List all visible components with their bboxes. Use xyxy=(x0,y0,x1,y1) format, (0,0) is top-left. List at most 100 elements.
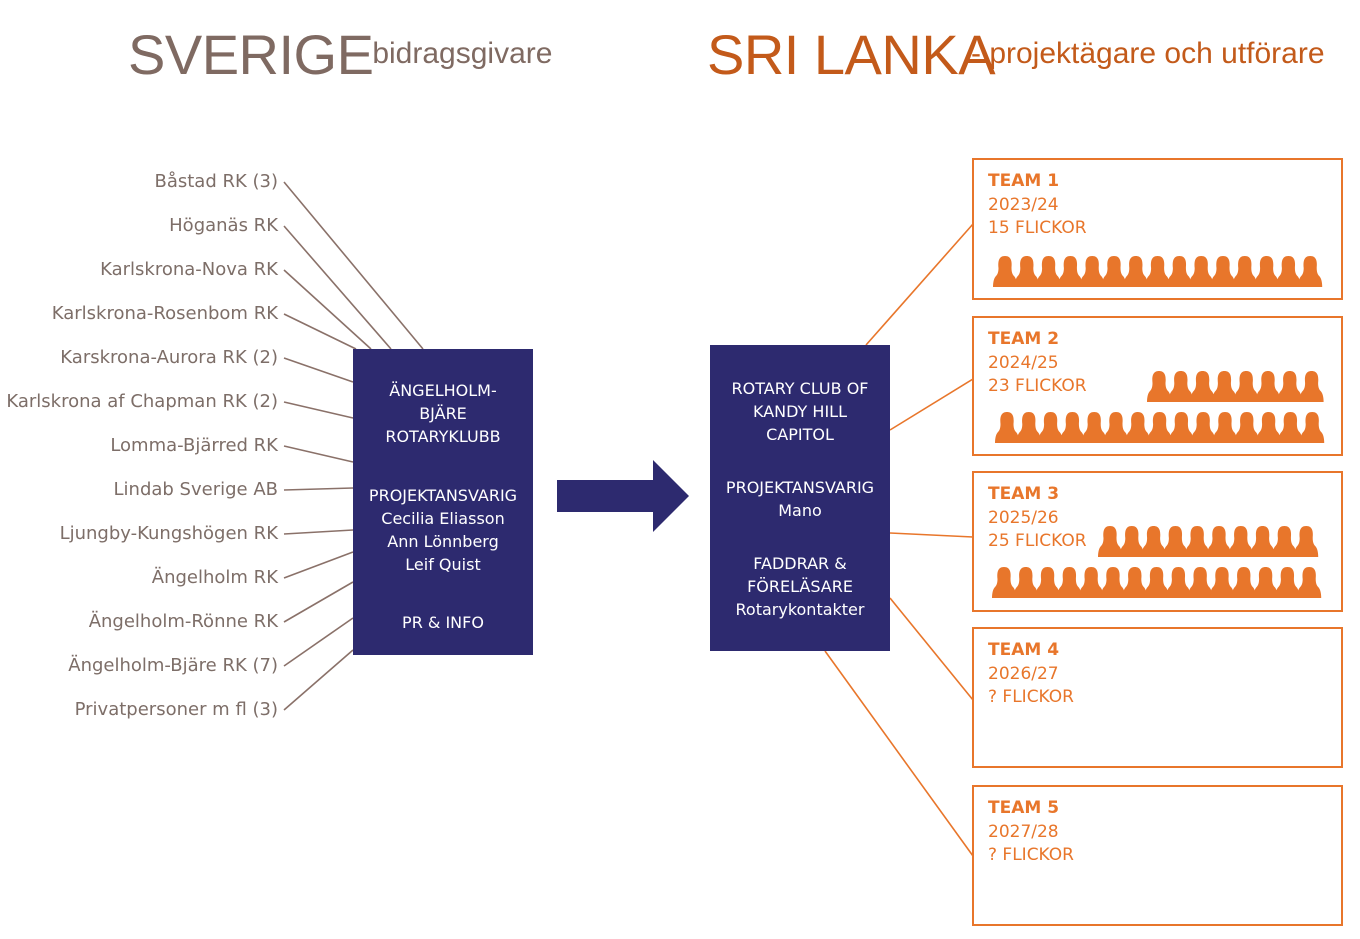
team-girl-count: 23 FLICKOR xyxy=(988,376,1087,396)
sponsor-line: FÖRELÄSARE xyxy=(747,577,853,596)
girls-row xyxy=(995,412,1325,443)
team-box-5: TEAM 5 2027/28 ? FLICKOR xyxy=(972,785,1343,926)
girl-silhouette-icon xyxy=(1035,567,1060,598)
srilanka-project-responsible: PROJEKTANSVARIG Mano xyxy=(710,476,890,522)
girls-row xyxy=(1147,371,1324,402)
girl-silhouette-icon xyxy=(1163,526,1188,557)
girl-silhouette-icon xyxy=(1275,567,1300,598)
club-name-line: ROTARY CLUB OF xyxy=(731,379,869,398)
club-name-line: ROTARYKLUBB xyxy=(385,427,501,446)
girl-silhouette-icon xyxy=(1234,412,1259,443)
sponsor-line: Rotarykontakter xyxy=(735,600,865,619)
girl-silhouette-icon xyxy=(1125,412,1150,443)
girl-silhouette-icon xyxy=(1254,256,1279,287)
donor-connector xyxy=(283,313,357,350)
girl-silhouette-icon xyxy=(1147,412,1172,443)
srilanka-title: SRI LANKA xyxy=(707,23,996,86)
responsible-line: PROJEKTANSVARIG xyxy=(725,478,875,497)
team-girl-count: 25 FLICKOR xyxy=(988,531,1087,551)
team-box-4: TEAM 4 2026/27 ? FLICKOR xyxy=(972,627,1343,768)
girl-silhouette-icon xyxy=(1036,256,1061,287)
girls-row xyxy=(1098,526,1319,557)
team-connector xyxy=(865,223,974,346)
girl-silhouette-icon xyxy=(1213,412,1237,443)
team-name: TEAM 1 xyxy=(988,171,1060,191)
responsible-line: Cecilia Eliasson xyxy=(381,509,505,528)
team-year: 2026/27 xyxy=(988,664,1059,684)
donor-item: Karlskrona-Nova RK xyxy=(100,259,278,280)
girl-silhouette-icon xyxy=(1228,526,1253,557)
donor-item: Karskrona-Aurora RK (2) xyxy=(60,347,278,368)
donor-connector xyxy=(283,529,354,535)
girl-silhouette-icon xyxy=(995,412,1019,443)
girl-silhouette-icon xyxy=(1101,567,1125,598)
responsible-line: Mano xyxy=(778,501,822,520)
girl-silhouette-icon xyxy=(1144,567,1169,598)
girl-silhouette-icon xyxy=(1256,371,1280,402)
girl-silhouette-icon xyxy=(1277,371,1302,402)
donor-connector xyxy=(283,181,424,350)
girl-silhouette-icon xyxy=(1207,526,1231,557)
girl-silhouette-icon xyxy=(1234,371,1259,402)
responsible-line: PROJEKTANSVARIG xyxy=(368,486,518,505)
team-connector xyxy=(824,650,974,857)
team-girl-count: 15 FLICKOR xyxy=(988,218,1087,238)
girl-silhouette-icon xyxy=(1189,256,1214,287)
srilanka-sponsors: FADDRAR & FÖRELÄSARE Rotarykontakter xyxy=(710,552,890,621)
team-name: TEAM 5 xyxy=(988,798,1060,818)
donor-item: Ljungby-Kungshögen RK xyxy=(59,523,278,544)
donor-item: Karlskrona af Chapman RK (2) xyxy=(6,391,278,412)
girl-silhouette-icon xyxy=(1188,567,1213,598)
sweden-pr-info: PR & INFO xyxy=(353,611,533,634)
donor-item: Ängelholm-Rönne RK xyxy=(88,611,278,632)
girl-silhouette-icon xyxy=(1079,567,1104,598)
responsible-line: Leif Quist xyxy=(405,555,481,574)
girl-silhouette-icon xyxy=(1191,412,1216,443)
pr-info-line: PR & INFO xyxy=(402,613,484,632)
girl-silhouette-icon xyxy=(1014,256,1039,287)
girl-silhouette-icon xyxy=(1276,256,1301,287)
girl-silhouette-icon xyxy=(993,256,1017,287)
girl-silhouette-icon xyxy=(1122,567,1147,598)
donor-connector xyxy=(283,617,354,667)
girl-silhouette-icon xyxy=(1102,256,1126,287)
donor-item: Ängelholm RK xyxy=(151,567,278,588)
team-name: TEAM 3 xyxy=(988,484,1060,504)
girl-silhouette-icon xyxy=(1141,526,1166,557)
team-year: 2025/26 xyxy=(988,508,1059,528)
girl-silhouette-icon xyxy=(1256,412,1281,443)
srilanka-club-box: ROTARY CLUB OF KANDY HILL CAPITOL PROJEK… xyxy=(710,345,890,651)
sweden-project-responsible: PROJEKTANSVARIG Cecilia Eliasson Ann Lön… xyxy=(353,484,533,576)
sweden-club-name: ÄNGELHOLM- BJÄRE ROTARYKLUBB xyxy=(353,379,533,448)
team-connector xyxy=(889,532,974,538)
girl-silhouette-icon xyxy=(1016,412,1041,443)
srilanka-subtitle: - projektägare och utförare xyxy=(971,37,1325,70)
club-name-line: ÄNGELHOLM- xyxy=(389,381,497,400)
girl-silhouette-icon xyxy=(1169,412,1194,443)
team-box-3: TEAM 3 2025/26 25 FLICKOR xyxy=(972,471,1343,612)
team-connector xyxy=(889,597,974,701)
girl-silhouette-icon xyxy=(1123,256,1148,287)
girl-silhouette-icon xyxy=(1057,567,1082,598)
girl-silhouette-icon xyxy=(1167,256,1192,287)
girls-row xyxy=(992,567,1322,598)
donor-connector xyxy=(283,269,372,350)
girl-silhouette-icon xyxy=(1299,371,1324,402)
girl-silhouette-icon xyxy=(1168,371,1193,402)
girl-silhouette-icon xyxy=(1190,371,1215,402)
girl-silhouette-icon xyxy=(1080,256,1105,287)
sweden-subtitle: - bidragsgivare xyxy=(354,37,553,70)
girl-silhouette-icon xyxy=(1231,567,1256,598)
team-year: 2023/24 xyxy=(988,195,1059,215)
donor-item: Båstad RK (3) xyxy=(154,171,278,192)
girl-silhouette-icon xyxy=(1272,526,1297,557)
girl-silhouette-icon xyxy=(1212,371,1237,402)
girl-silhouette-icon xyxy=(1058,256,1083,287)
donor-item: Höganäs RK xyxy=(169,215,278,236)
girl-silhouette-icon xyxy=(1145,256,1170,287)
girl-silhouette-icon xyxy=(1297,567,1322,598)
donor-item: Privatpersoner m fl (3) xyxy=(74,699,278,720)
donor-connector xyxy=(283,649,354,711)
donor-item: Karlskrona-Rosenbom RK xyxy=(51,303,278,324)
